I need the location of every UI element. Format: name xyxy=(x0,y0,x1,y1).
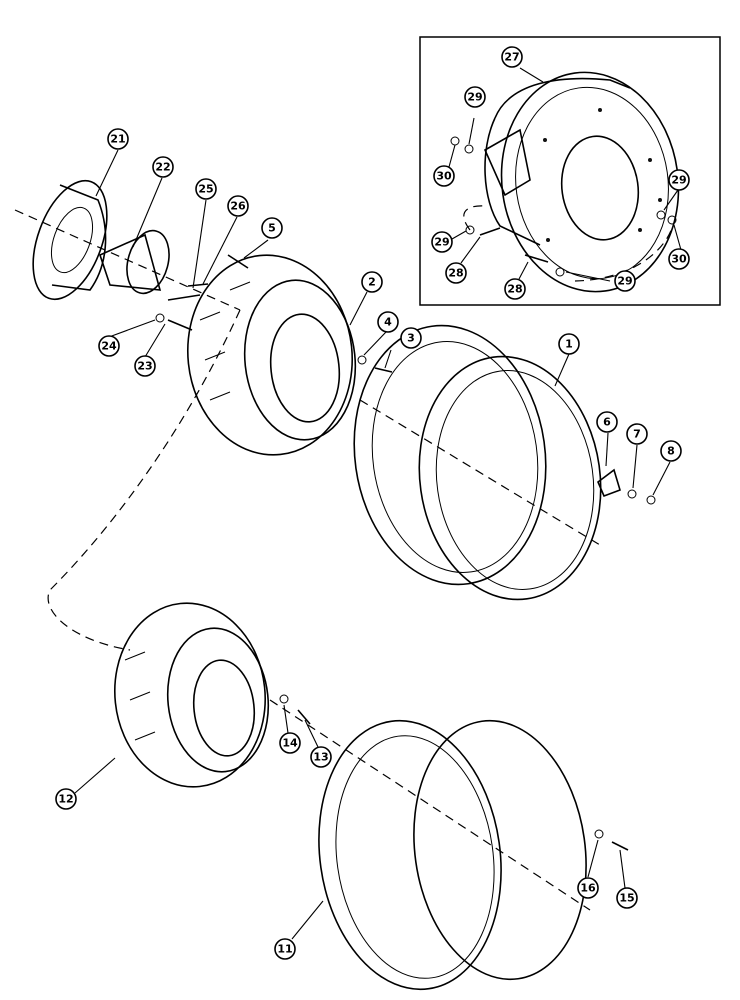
bolt-28-left xyxy=(479,227,501,236)
callout-29-bottom: 29 xyxy=(614,270,636,292)
callout-29-top-label: 29 xyxy=(467,91,482,104)
callout-2-label: 2 xyxy=(368,276,376,289)
callout-29-left-label: 29 xyxy=(434,236,449,249)
callout-16: 16 xyxy=(577,877,599,899)
callout-1-label: 1 xyxy=(565,338,573,351)
callout-28-right-label: 28 xyxy=(507,283,522,296)
rim-rear-drawing xyxy=(353,324,602,601)
callout-15: 15 xyxy=(616,887,638,909)
callout-25-label: 25 xyxy=(198,183,213,196)
nut-8-drawing xyxy=(646,495,656,505)
nut-14-drawing xyxy=(279,694,289,704)
callout-11: 11 xyxy=(274,938,296,960)
callout-25: 25 xyxy=(195,178,217,200)
washer-29-left xyxy=(464,144,474,154)
wheel-center-disc-drawing xyxy=(186,254,357,456)
callout-6: 6 xyxy=(596,411,618,433)
callout-29-top: 29 xyxy=(464,86,486,108)
callout-7: 7 xyxy=(626,423,648,445)
callout-1: 1 xyxy=(558,333,580,355)
bolt-15-drawing xyxy=(611,841,629,851)
hub-flange-drawing xyxy=(32,179,108,301)
wheel-weight-inset xyxy=(419,36,721,306)
nut-16-drawing xyxy=(594,829,604,839)
callout-24-label: 24 xyxy=(101,340,117,353)
nut-30-right xyxy=(667,215,677,225)
callout-29-left: 29 xyxy=(431,231,453,253)
callout-21-label: 21 xyxy=(110,133,125,146)
callout-27: 27 xyxy=(501,46,523,68)
callout-28-left: 28 xyxy=(445,262,467,284)
callout-30-right: 30 xyxy=(668,248,690,270)
clamp-drawing xyxy=(597,468,621,498)
hub-drawing xyxy=(99,229,170,295)
callout-26: 26 xyxy=(227,195,249,217)
callout-15-label: 15 xyxy=(619,892,634,905)
wheel-center-disc-alternate-drawing xyxy=(113,602,270,788)
callout-4-label: 4 xyxy=(384,316,392,329)
callout-23-label: 23 xyxy=(137,360,152,373)
callout-22: 22 xyxy=(152,156,174,178)
callout-13: 13 xyxy=(310,746,332,768)
callout-5-label: 5 xyxy=(268,222,276,235)
callout-28-right: 28 xyxy=(504,278,526,300)
callout-14-label: 14 xyxy=(282,737,298,750)
rim-centerline xyxy=(359,399,601,546)
leader-lines xyxy=(74,67,682,940)
nut-30-left xyxy=(450,136,460,146)
callout-30-left: 30 xyxy=(433,165,455,187)
nut-4-drawing xyxy=(357,355,367,365)
callout-30-left-label: 30 xyxy=(436,170,452,183)
washer-29-bottom xyxy=(555,267,565,277)
bolt-13-drawing xyxy=(297,709,311,725)
callout-30-right-label: 30 xyxy=(671,253,687,266)
callout-29-right: 29 xyxy=(668,169,690,191)
callout-3: 3 xyxy=(400,327,422,349)
bolt-23-drawing xyxy=(167,319,193,331)
alternate-assembly-link xyxy=(47,309,241,651)
callout-4: 4 xyxy=(377,311,399,333)
callout-3-label: 3 xyxy=(407,332,415,345)
callout-13-label: 13 xyxy=(313,751,328,764)
bolt-3-drawing xyxy=(374,367,393,373)
washer-7-drawing xyxy=(627,489,637,499)
alternate-rim-centerline xyxy=(269,699,591,911)
callout-24: 24 xyxy=(98,335,120,357)
callout-12-label: 12 xyxy=(58,793,73,806)
bolt-28-right xyxy=(524,254,549,263)
axle-centerline xyxy=(14,209,241,311)
callout-2: 2 xyxy=(361,271,383,293)
callout-8: 8 xyxy=(660,440,682,462)
shim-drawing xyxy=(167,294,201,301)
callout-28-left-label: 28 xyxy=(448,267,463,280)
wheel-weight-drawing xyxy=(483,71,680,293)
callout-21: 21 xyxy=(107,128,129,150)
callout-5: 5 xyxy=(261,217,283,239)
callout-22-label: 22 xyxy=(155,161,170,174)
washer-29-mid xyxy=(465,225,475,235)
key-drawing xyxy=(187,283,209,287)
callout-29-bottom-label: 29 xyxy=(617,275,632,288)
callout-16-label: 16 xyxy=(580,882,596,895)
callout-11-label: 11 xyxy=(277,943,292,956)
washer-29-right xyxy=(656,210,666,220)
callout-12: 12 xyxy=(55,788,77,810)
callout-23: 23 xyxy=(134,355,156,377)
callout-27-label: 27 xyxy=(504,51,519,64)
washer-24-drawing xyxy=(155,313,165,323)
callout-29-right-label: 29 xyxy=(671,174,686,187)
callout-26-label: 26 xyxy=(230,200,246,213)
callout-6-label: 6 xyxy=(603,416,611,429)
callout-7-label: 7 xyxy=(633,428,641,441)
callout-14: 14 xyxy=(279,732,301,754)
rim-alternate-drawing xyxy=(318,719,587,991)
callout-8-label: 8 xyxy=(667,445,675,458)
